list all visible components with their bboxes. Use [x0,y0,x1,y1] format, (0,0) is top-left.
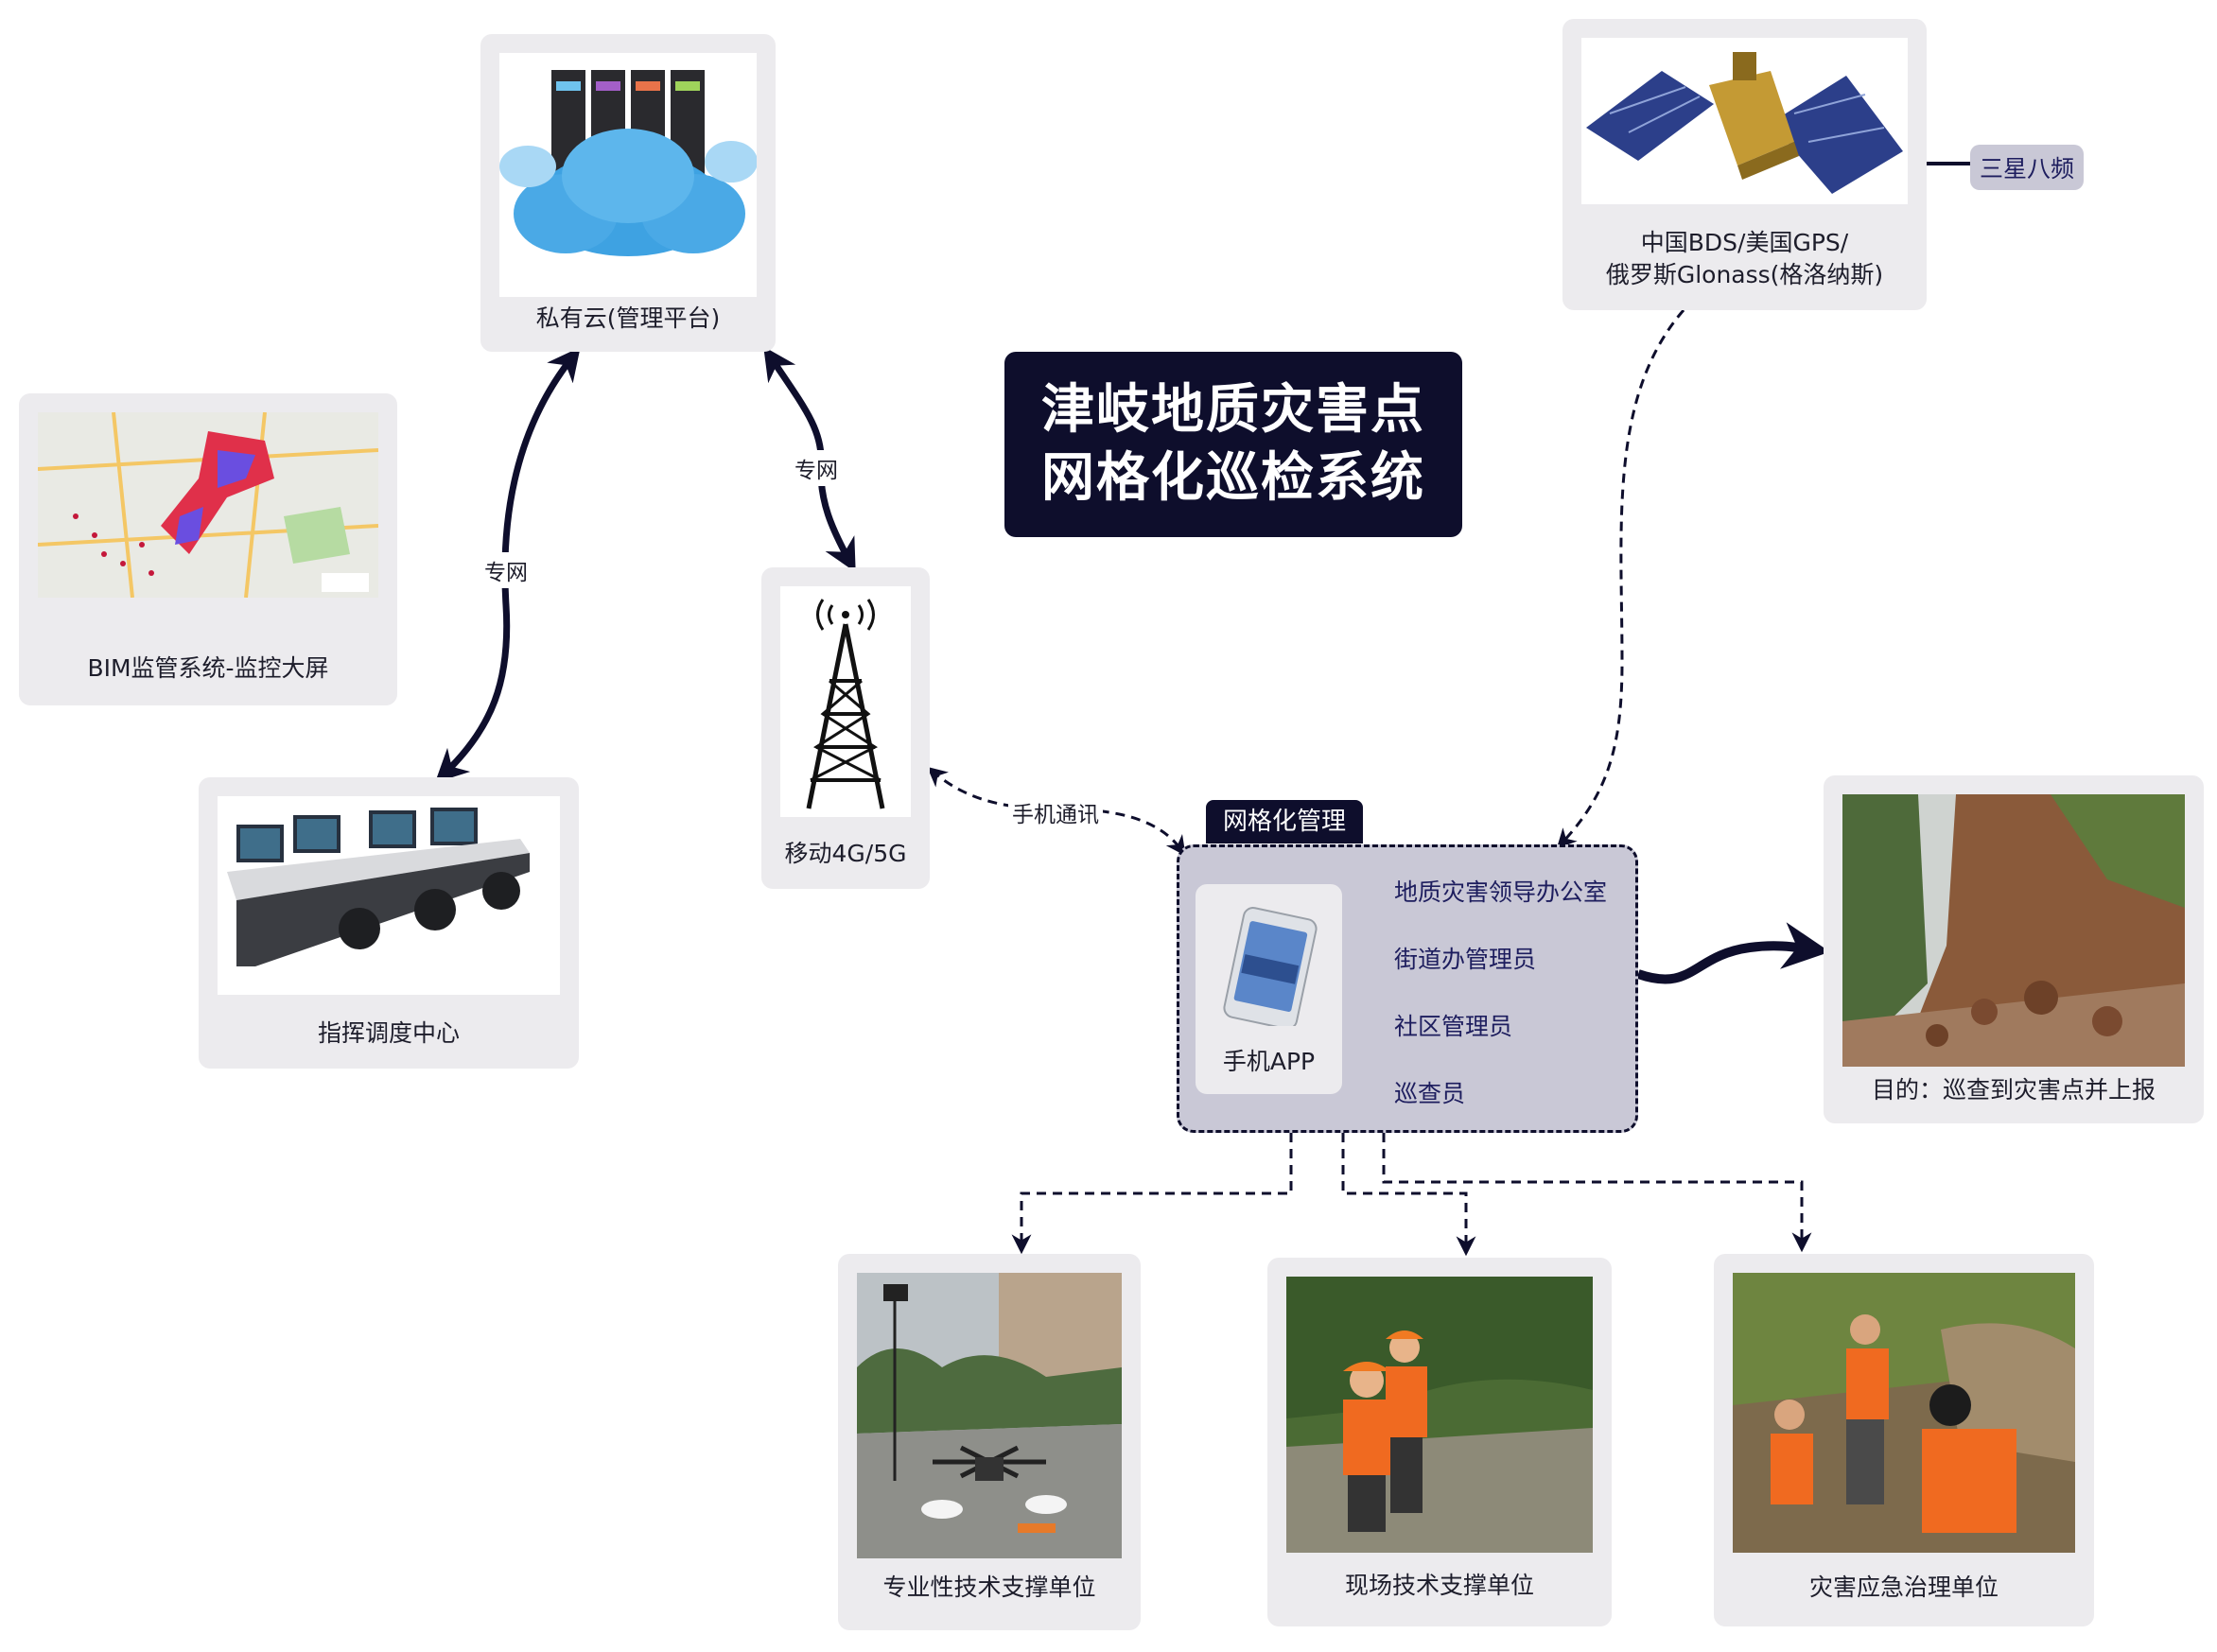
edge-mobile-grid [927,766,1186,857]
mobile-network-label: 移动4G/5G [784,840,907,867]
edge-grid-goal [1636,922,1830,984]
private-cloud-label: 私有云(管理平台) [535,304,721,332]
landslide-image [1842,794,2185,1067]
private-cloud-node[interactable]: 私有云(管理平台) [480,34,776,352]
command-center-label: 指挥调度中心 [317,1019,460,1047]
goal-label: 目的：巡查到灾害点并上报 [1871,1076,2156,1104]
field-support-node[interactable]: 现场技术支撑单位 [1267,1258,1612,1626]
command-center-image [218,796,560,995]
satellite-image [1581,38,1908,204]
emergency-workers-image [1733,1273,2075,1553]
sanxing-badge: 三星八频 [1970,145,2085,190]
phone-icon [1214,903,1323,1030]
edge-label-phone-comm: 手机通讯 [1008,794,1103,830]
edge-label-private-net-left: 专网 [480,552,532,588]
diagram-title: 津岐地质灾害点 网格化巡检系统 [1004,352,1462,537]
pro-support-label: 专业性技术支撑单位 [882,1574,1096,1601]
emergency-label: 灾害应急治理单位 [1808,1574,1999,1601]
tower-icon [780,586,911,817]
mobile-network-node[interactable]: 移动4G/5G [761,567,930,889]
bim-map-image [38,412,378,598]
edge-satellite-grid [1556,309,1685,849]
mobile-app-label: 手机APP [1222,1048,1316,1075]
edge-grid-emergency [1382,1133,1812,1253]
emergency-node[interactable]: 灾害应急治理单位 [1714,1254,2094,1626]
field-support-label: 现场技术支撑单位 [1344,1572,1534,1599]
edge-grid-field [1341,1133,1476,1257]
role-inspector: 巡查员 [1385,1069,1475,1115]
command-center-node[interactable]: 指挥调度中心 [199,777,579,1069]
grid-management-label: 网格化管理 [1206,800,1364,843]
pro-support-node[interactable]: 专业性技术支撑单位 [838,1254,1141,1630]
bim-node[interactable]: BIM监管系统-监控大屏 [19,393,397,705]
bim-label: BIM监管系统-监控大屏 [87,654,329,682]
edge-grid-pro [1011,1133,1293,1255]
edge-label-private-net-right: 专网 [791,450,842,486]
field-workers-image [1286,1277,1593,1553]
role-leader-office: 地质灾害领导办公室 [1385,868,1617,913]
satellite-label-1: 中国BDS/美国GPS/ [1640,229,1849,256]
goal-node[interactable]: 目的：巡查到灾害点并上报 [1824,775,2204,1123]
role-community-admin: 社区管理员 [1385,1002,1523,1048]
role-street-admin: 街道办管理员 [1385,935,1546,981]
cloud-server-image [499,53,757,297]
title-line-2: 网格化巡检系统 [1041,447,1425,509]
drone-image [857,1273,1122,1558]
mobile-app-node[interactable]: 手机APP [1196,884,1342,1094]
satellite-node[interactable]: 中国BDS/美国GPS/ 俄罗斯Glonass(格洛纳斯) [1562,19,1927,310]
edge-cloud-command [434,347,581,783]
satellite-label-2: 俄罗斯Glonass(格洛纳斯) [1605,261,1884,288]
title-line-1: 津岐地质灾害点 [1041,379,1425,441]
